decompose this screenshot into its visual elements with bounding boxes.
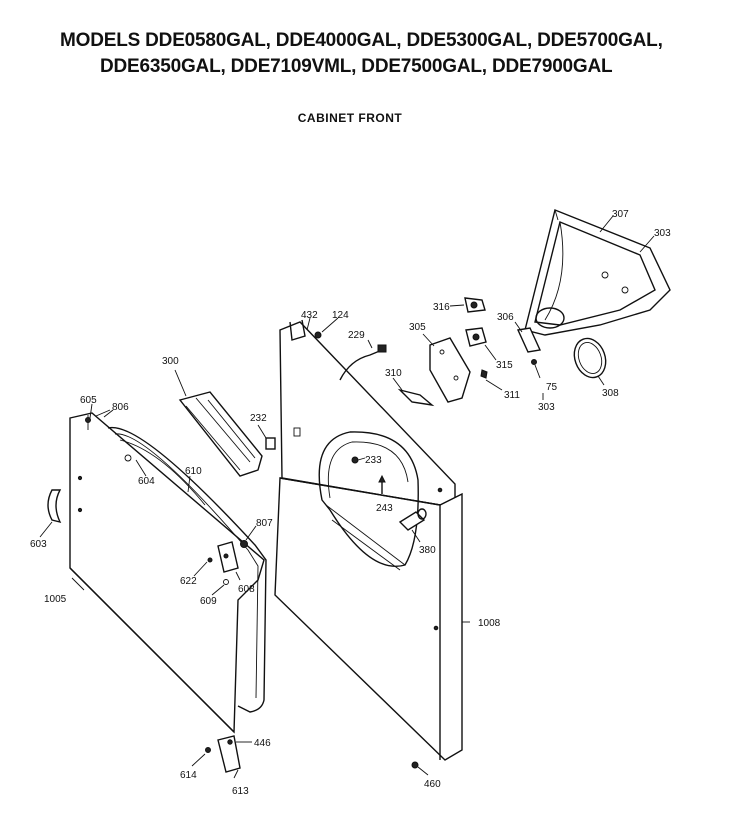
front-bulkhead-part — [524, 209, 671, 336]
label-1005: 1005 — [44, 594, 67, 605]
label-305: 305 — [409, 322, 426, 333]
label-311: 311 — [504, 390, 520, 401]
models-title-line-1: MODELS DDE0580GAL, DDE4000GAL, DDE5300GA… — [60, 30, 663, 51]
hinge-613 — [217, 735, 241, 773]
part-232-clip — [265, 437, 276, 450]
label-232: 232 — [250, 413, 267, 424]
label-380: 380 — [419, 545, 436, 556]
part-310-bracket — [397, 388, 435, 407]
label-460: 460 — [424, 779, 441, 790]
label-622: 622 — [180, 576, 197, 587]
latch-608 — [217, 540, 248, 573]
label-233: 233 — [365, 455, 382, 466]
label-807: 807 — [256, 518, 273, 529]
screw-622-icon — [207, 557, 213, 563]
part-316-sensor — [464, 297, 486, 313]
screw-311-icon — [480, 369, 488, 379]
part-305-plate — [429, 337, 471, 403]
part-315-thermostat — [465, 327, 487, 347]
label-608: 608 — [238, 584, 255, 595]
label-243: 243 — [376, 503, 393, 514]
label-316: 316 — [433, 302, 450, 313]
label-446: 446 — [254, 738, 271, 749]
label-303-bottom: 303 — [538, 402, 555, 413]
label-307: 307 — [612, 209, 629, 220]
part-306-bracket — [516, 327, 542, 353]
label-124: 124 — [332, 310, 349, 321]
screw-614-icon — [205, 747, 211, 753]
label-308: 308 — [602, 388, 619, 399]
label-300: 300 — [162, 356, 179, 367]
label-806: 806 — [112, 402, 129, 413]
label-1008: 1008 — [478, 618, 501, 629]
screw-124-icon — [314, 331, 322, 339]
label-605: 605 — [80, 395, 97, 406]
label-310: 310 — [385, 368, 402, 379]
part-300-duct — [178, 391, 263, 477]
screw-75-icon — [531, 359, 537, 365]
screw-605-icon — [85, 417, 91, 423]
pin-233 — [351, 456, 366, 464]
connector-icon — [377, 344, 387, 353]
cabinet-front-panel-1008 — [274, 319, 463, 761]
label-75: 75 — [546, 382, 558, 393]
label-604: 604 — [138, 476, 155, 487]
models-title-line-2: DDE6350GAL, DDE7109VML, DDE7500GAL, DDE7… — [100, 56, 613, 77]
label-315: 315 — [496, 360, 513, 371]
section-title: CABINET FRONT — [297, 111, 403, 125]
label-603: 603 — [30, 539, 47, 550]
handle-603-icon — [47, 489, 62, 524]
lamp-380 — [398, 508, 427, 531]
door-inner-frame — [107, 426, 267, 713]
label-229: 229 — [348, 330, 365, 341]
label-303-top: 303 — [654, 228, 671, 239]
door-panel-1005 — [69, 412, 265, 734]
label-613: 613 — [232, 786, 249, 797]
screw-460 — [411, 761, 429, 776]
label-614: 614 — [180, 770, 197, 781]
label-432: 432 — [301, 310, 318, 321]
wire-harness-229 — [339, 349, 383, 381]
label-610: 610 — [185, 466, 202, 477]
label-306: 306 — [497, 312, 514, 323]
part-308-ring — [573, 337, 607, 379]
label-609: 609 — [200, 596, 217, 607]
